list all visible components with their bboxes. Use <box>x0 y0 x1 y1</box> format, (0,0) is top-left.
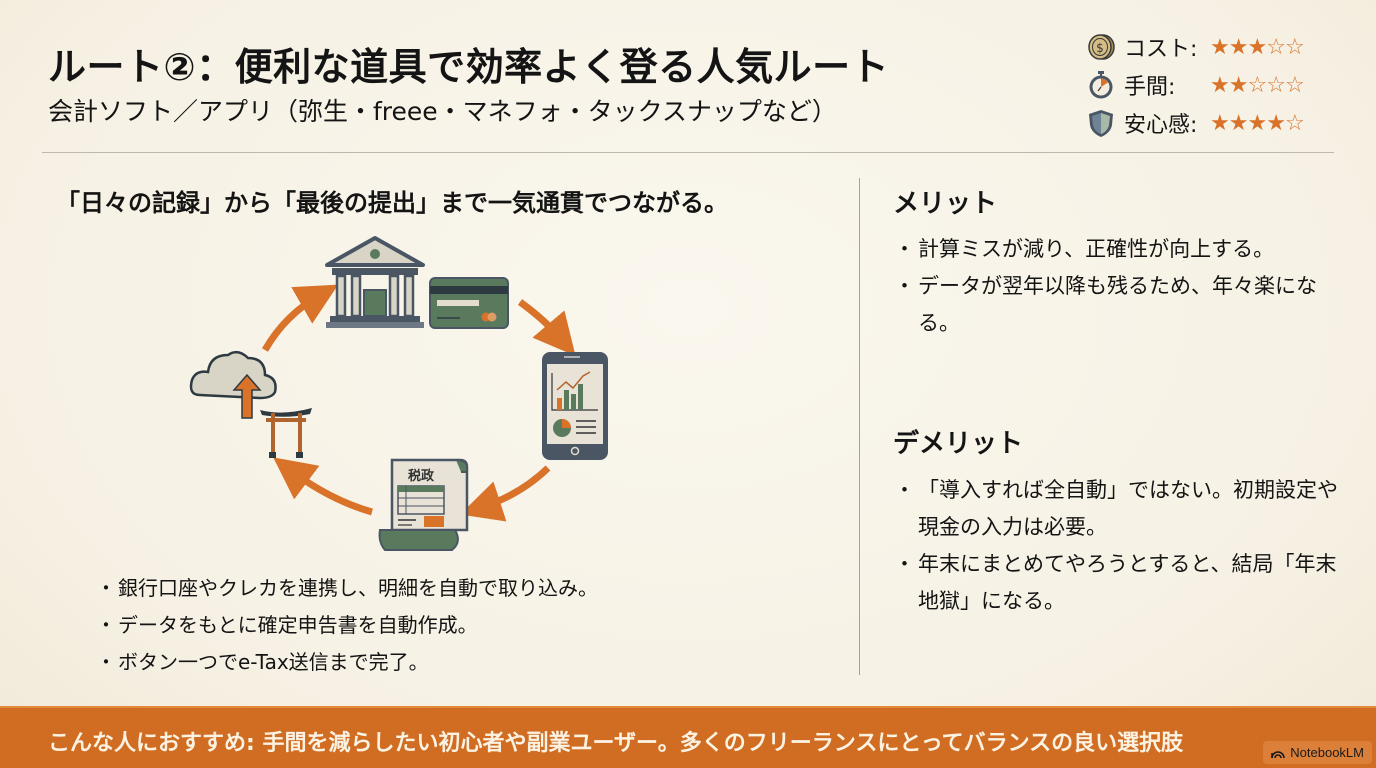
stopwatch-icon <box>1089 71 1113 99</box>
merits-list: 計算ミスが減り、正確性が向上する。 データが翌年以降も残るため、年々楽になる。 <box>894 231 1338 342</box>
tax-document-icon: 税政 <box>378 458 469 551</box>
ratings-panel: $ コスト: ★★★☆☆ 手間: ★★☆☆☆ 安心感: <box>1086 28 1346 142</box>
demerits-list: 「導入すれば全自動」ではない。初期設定や現金の入力は必要。 年末にまとめてやろう… <box>894 472 1338 620</box>
recommendation-banner: こんな人におすすめ: 手間を減らしたい初心者や副業ユーザー。多くのフリーランスに… <box>0 706 1376 768</box>
cycle-arrow-2 <box>517 299 576 356</box>
column-divider <box>859 178 860 675</box>
star-filled-icon: ★ <box>1247 110 1267 136</box>
rating-label-cost: コスト: <box>1124 37 1198 62</box>
feature-item: データをもとに確定申告書を自動作成。 <box>118 607 598 644</box>
rating-label-safety: 安心感: <box>1124 113 1198 138</box>
cloud-upload-torii-icon <box>189 350 312 458</box>
rating-row-safety: 安心感: ★★★★☆ <box>1086 104 1346 142</box>
star-empty-icon: ☆ <box>1284 110 1305 136</box>
page-subtitle: 会計ソフト／アプリ（弥生・freee・マネフォ・タックスナップなど） <box>48 97 837 126</box>
star-filled-icon: ★ <box>1266 110 1286 136</box>
star-rating-effort: ★★☆☆☆ <box>1210 72 1305 98</box>
feature-item: ボタン一つでe-Tax送信まで完了。 <box>118 644 598 681</box>
cycle-arrow-1 <box>261 284 339 352</box>
tax-document-label: 税政 <box>408 468 435 484</box>
notebooklm-logo-icon <box>1271 750 1286 758</box>
recommendation-text: こんな人におすすめ: 手間を減らしたい初心者や副業ユーザー。多くのフリーランスに… <box>48 731 1184 756</box>
rating-row-effort: 手間: ★★☆☆☆ <box>1086 66 1346 104</box>
coin-icon: $ <box>1088 34 1115 60</box>
star-filled-icon: ★ <box>1228 34 1249 60</box>
bank-icon <box>325 236 425 328</box>
demerit-item: 「導入すれば全自動」ではない。初期設定や現金の入力は必要。 <box>894 472 1338 546</box>
star-empty-icon: ☆ <box>1247 72 1267 98</box>
demerit-item: 年末にまとめてやろうとすると、結局「年末地獄」になる。 <box>894 546 1338 620</box>
page-title: ルート②：便利な道具で効率よく登る人気ルート <box>48 45 890 89</box>
cycle-arrow-4 <box>273 457 373 516</box>
merit-item: データが翌年以降も残るため、年々楽になる。 <box>894 268 1338 342</box>
star-filled-icon: ★ <box>1210 34 1230 60</box>
star-empty-icon: ☆ <box>1284 72 1305 98</box>
rating-row-cost: $ コスト: ★★★☆☆ <box>1086 28 1346 66</box>
workflow-cycle-diagram: 税政 <box>189 236 608 551</box>
shield-icon <box>1089 110 1113 137</box>
merits-title: メリット <box>893 189 998 219</box>
tablet-chart-icon <box>542 352 608 460</box>
demerits-title: デメリット <box>893 429 1024 459</box>
star-filled-icon: ★ <box>1247 34 1267 60</box>
feature-list: 銀行口座やクレカを連携し、明細を自動で取り込み。 データをもとに確定申告書を自動… <box>118 570 598 681</box>
star-empty-icon: ☆ <box>1266 72 1286 98</box>
star-filled-icon: ★ <box>1210 72 1230 98</box>
credit-card-icon <box>429 277 509 329</box>
star-filled-icon: ★ <box>1210 110 1230 136</box>
merit-item: 計算ミスが減り、正確性が向上する。 <box>894 231 1338 268</box>
cycle-arrow-3 <box>460 465 551 522</box>
star-rating-safety: ★★★★☆ <box>1210 110 1305 136</box>
star-empty-icon: ☆ <box>1284 34 1305 60</box>
star-rating-cost: ★★★☆☆ <box>1210 34 1305 60</box>
header-divider <box>42 152 1334 153</box>
svg-text:$: $ <box>1096 41 1104 55</box>
feature-item: 銀行口座やクレカを連携し、明細を自動で取り込み。 <box>118 570 598 607</box>
star-filled-icon: ★ <box>1228 110 1249 136</box>
rating-label-effort: 手間: <box>1124 75 1176 100</box>
lead-statement: 「日々の記録」から「最後の提出」まで一気通貫でつながる。 <box>56 189 728 217</box>
notebooklm-badge: NotebookLM <box>1263 741 1372 764</box>
star-filled-icon: ★ <box>1228 72 1249 98</box>
star-empty-icon: ☆ <box>1266 34 1286 60</box>
notebooklm-label: NotebookLM <box>1290 745 1364 760</box>
